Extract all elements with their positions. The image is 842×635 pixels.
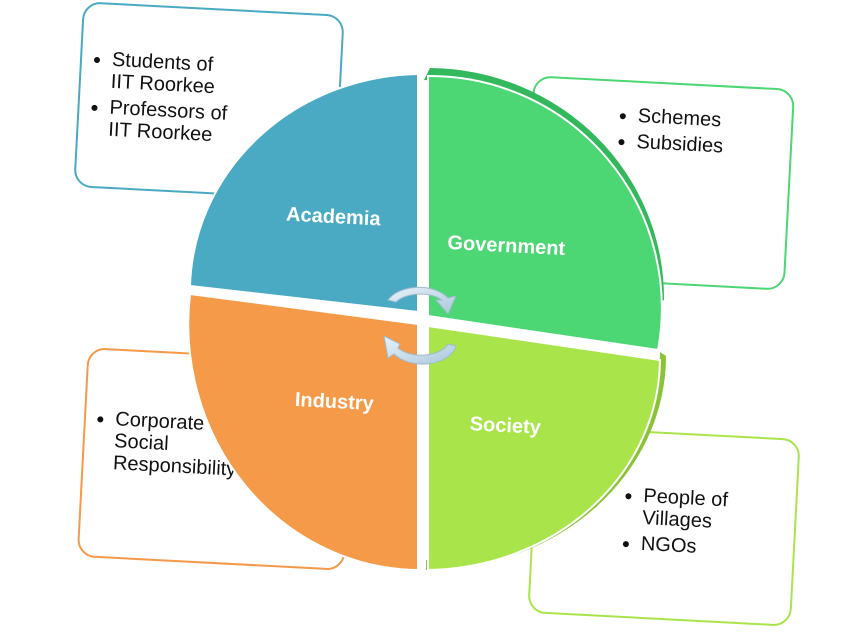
society-label: Society bbox=[469, 413, 542, 439]
government-quadrant bbox=[427, 74, 663, 352]
industry-label: Industry bbox=[294, 389, 375, 415]
industry-quadrant bbox=[187, 292, 419, 572]
circular-arrows-icon bbox=[383, 286, 457, 365]
academia-quadrant bbox=[188, 72, 419, 314]
society-quadrant bbox=[427, 324, 662, 572]
academia-label: Academia bbox=[286, 204, 382, 231]
